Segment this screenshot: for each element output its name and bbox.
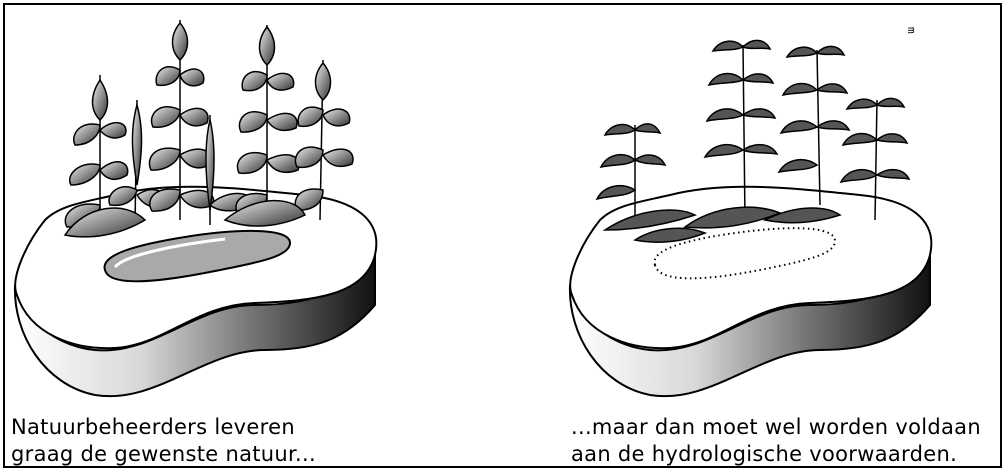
caption-left: Natuurbeheerders leveren graag de gewens…: [11, 414, 316, 468]
caption-right: ...maar dan moet wel worden voldaan aan …: [571, 414, 981, 468]
panel-right: m ...maar dan moet wel worden voldaan aa…: [505, 5, 1000, 466]
caption-right-line1: ...maar dan moet wel worden voldaan: [571, 414, 981, 441]
corner-mark: m: [905, 27, 918, 34]
illustration-frame: Natuurbeheerders leveren graag de gewens…: [3, 3, 1002, 468]
caption-left-line2: graag de gewenste natuur...: [11, 441, 316, 468]
caption-left-line1: Natuurbeheerders leveren: [11, 414, 316, 441]
island-lush-illustration: [5, 5, 505, 470]
caption-right-line2: aan de hydrologische voorwaarden.: [571, 441, 981, 468]
panel-left: Natuurbeheerders leveren graag de gewens…: [5, 5, 505, 466]
island-dry-illustration: [505, 5, 1000, 470]
